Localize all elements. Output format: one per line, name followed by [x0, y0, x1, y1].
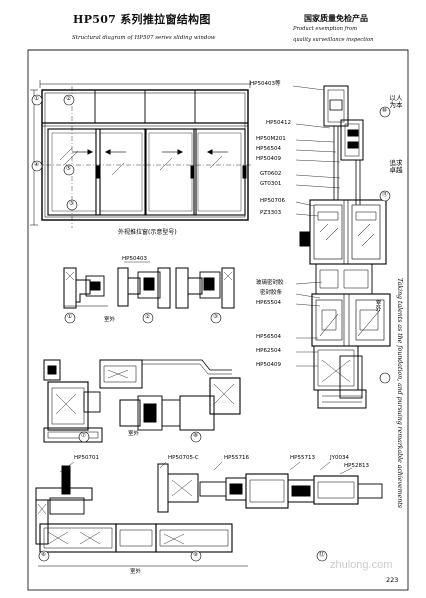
pn-r13: HP62504 — [256, 348, 281, 354]
pn-b5: JY0034 — [330, 455, 349, 461]
marker-6: ⑥ — [41, 552, 46, 558]
pn-r5: GT0602 — [260, 171, 282, 177]
pn-r1: HP50412 — [266, 120, 291, 126]
corner-sections — [43, 359, 241, 443]
certification-english-line1: Product exemption from — [293, 26, 357, 32]
page-subtitle: Structural diagram of HP507 series slidi… — [72, 35, 216, 41]
elevation-markers — [31, 94, 78, 211]
marker-1: ① — [34, 96, 39, 102]
elevation-caption: 外视推拉窗(示意型号) — [118, 229, 177, 236]
marker-7: ⑦ — [81, 433, 86, 439]
pn-r4: HP50409 — [256, 156, 281, 162]
page-number: 223 — [386, 576, 399, 584]
marker-12: ⑫ — [319, 552, 325, 558]
side-slogan-2: 追求卓越 — [389, 159, 403, 174]
marker-9: ⑨ — [193, 552, 198, 558]
certification-english-line2: quality surveillance inspection — [293, 37, 374, 43]
exterior-label-4: 室外 — [130, 569, 142, 575]
exterior-label-2: 室外 — [128, 431, 140, 437]
bottom-markers — [38, 550, 328, 562]
pn-b4: HP55713 — [290, 455, 315, 461]
pn-r2: HP50M201 — [256, 136, 286, 142]
vertical-section-markers — [379, 106, 391, 384]
marker-2: ② — [66, 96, 71, 102]
corner-markers — [78, 431, 202, 443]
watermark: zhulong.com — [330, 559, 393, 571]
side-slogan-1: 以人为本 — [389, 94, 403, 109]
pn-mid-top: HP50403 — [122, 256, 147, 262]
pn-r3: HP56504 — [256, 146, 281, 152]
marker-row1-3: ③ — [213, 314, 218, 320]
marker-3: ③ — [69, 201, 74, 207]
marker-11: ⑪ — [382, 192, 388, 198]
pn-b6: HP52813 — [344, 463, 369, 469]
pn-top-right: HP50403等 — [250, 81, 281, 87]
marker-8: ⑧ — [193, 433, 198, 439]
marker-10: ⑩ — [382, 108, 387, 114]
pn-b1: HP50701 — [74, 455, 99, 461]
row1-markers — [64, 312, 222, 324]
marker-row1-1: ① — [67, 314, 72, 320]
marker-row1-2: ② — [145, 314, 150, 320]
window-elevation — [30, 80, 252, 228]
pn-r8: PZ3303 — [260, 210, 282, 216]
pn-b2: HP50705-C — [168, 455, 199, 461]
pn-r9: 玻璃密封胶 — [256, 280, 284, 286]
marker-5: ⑤ — [66, 166, 71, 172]
pn-r14: HP50409 — [256, 362, 281, 368]
exterior-label-1: 室外 — [104, 317, 116, 323]
horizontal-sections-row1 — [63, 261, 235, 309]
vertical-section — [292, 85, 391, 409]
pn-r11: HP65504 — [256, 300, 281, 306]
pn-r7: HP50706 — [260, 198, 285, 204]
bottom-sections — [35, 461, 383, 567]
pn-r12: HP56504 — [256, 334, 281, 340]
pn-r10: 密封胶条 — [260, 290, 283, 296]
pn-r6: GT0301 — [260, 181, 282, 187]
side-english-motto: Taking talents as the foundation, and pu… — [396, 278, 403, 508]
exterior-label-3: 室外 — [374, 300, 381, 311]
pn-b3: HP55716 — [224, 455, 249, 461]
certification-title: 国家质量免检产品 — [304, 13, 368, 23]
page-title: HP507 系列推拉窗结构图 — [73, 13, 211, 26]
marker-4: ④ — [34, 162, 39, 168]
